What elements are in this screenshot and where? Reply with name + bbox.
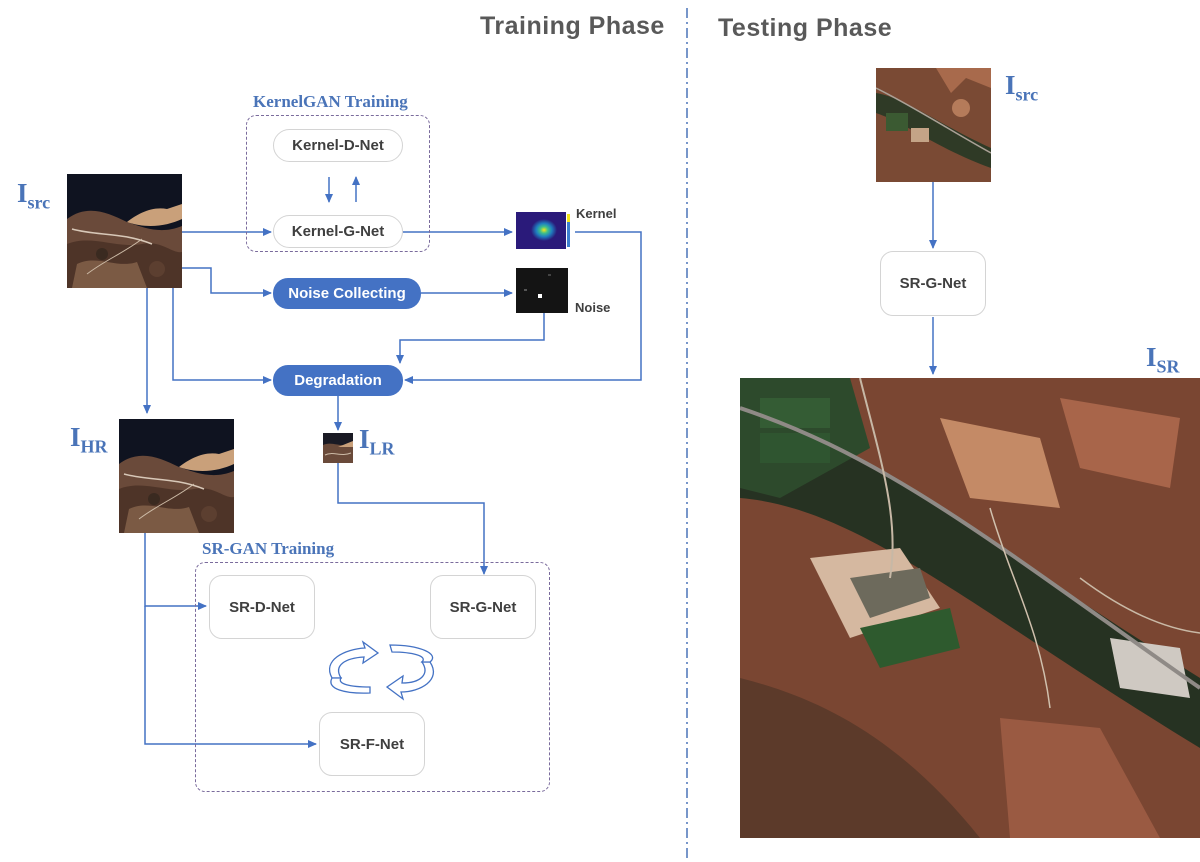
src-symbol: Isrc: [17, 178, 51, 213]
sr-satellite-image: [740, 378, 1200, 838]
arrow-noise-to-degradation: [396, 313, 545, 364]
lr-image: [323, 433, 353, 463]
sr-d-net-node: SR-D-Net: [209, 575, 315, 639]
noise-image: [516, 268, 568, 313]
arrow-kernel-to-degradation: [404, 231, 642, 384]
src-satellite-image: [67, 174, 182, 288]
test-src-symbol: Isrc: [1005, 70, 1039, 105]
srgan-group: [195, 562, 550, 792]
test-sr-g-net-node: SR-G-Net: [880, 251, 986, 316]
arrow-lr-to-sr-g: [337, 463, 488, 575]
testing-phase-title: Testing Phase: [718, 14, 893, 42]
degradation-node: Degradation: [273, 365, 403, 396]
test-src-satellite-image: [876, 68, 991, 182]
cycle-arrows-icon: [329, 640, 435, 701]
srgan-group-label: SR-GAN Training: [202, 539, 335, 558]
noise-caption: Noise: [575, 300, 611, 315]
kernelgan-group-label: KernelGAN Training: [253, 92, 408, 111]
kernel-g-net-node: Kernel-G-Net: [273, 215, 403, 248]
kernel-caption: Kernel: [576, 206, 617, 221]
training-phase-title: Training Phase: [480, 12, 665, 40]
hr-satellite-image: [119, 419, 234, 533]
arrow-src-to-noise-collecting: [182, 267, 272, 297]
kernel-d-net-node: Kernel-D-Net: [273, 129, 403, 162]
hr-symbol: IHR: [70, 422, 108, 457]
sr-g-net-node: SR-G-Net: [430, 575, 536, 639]
sr-f-net-node: SR-F-Net: [319, 712, 425, 776]
kernelgan-group: [246, 115, 430, 252]
arrow-hr-to-sr-f: [144, 606, 317, 748]
sr-symbol: ISR: [1146, 342, 1180, 377]
kernel-heatmap-image: [516, 212, 572, 249]
lr-symbol: ILR: [359, 424, 395, 459]
noise-collecting-node: Noise Collecting: [273, 278, 421, 309]
arrow-src-to-degradation: [172, 288, 272, 384]
